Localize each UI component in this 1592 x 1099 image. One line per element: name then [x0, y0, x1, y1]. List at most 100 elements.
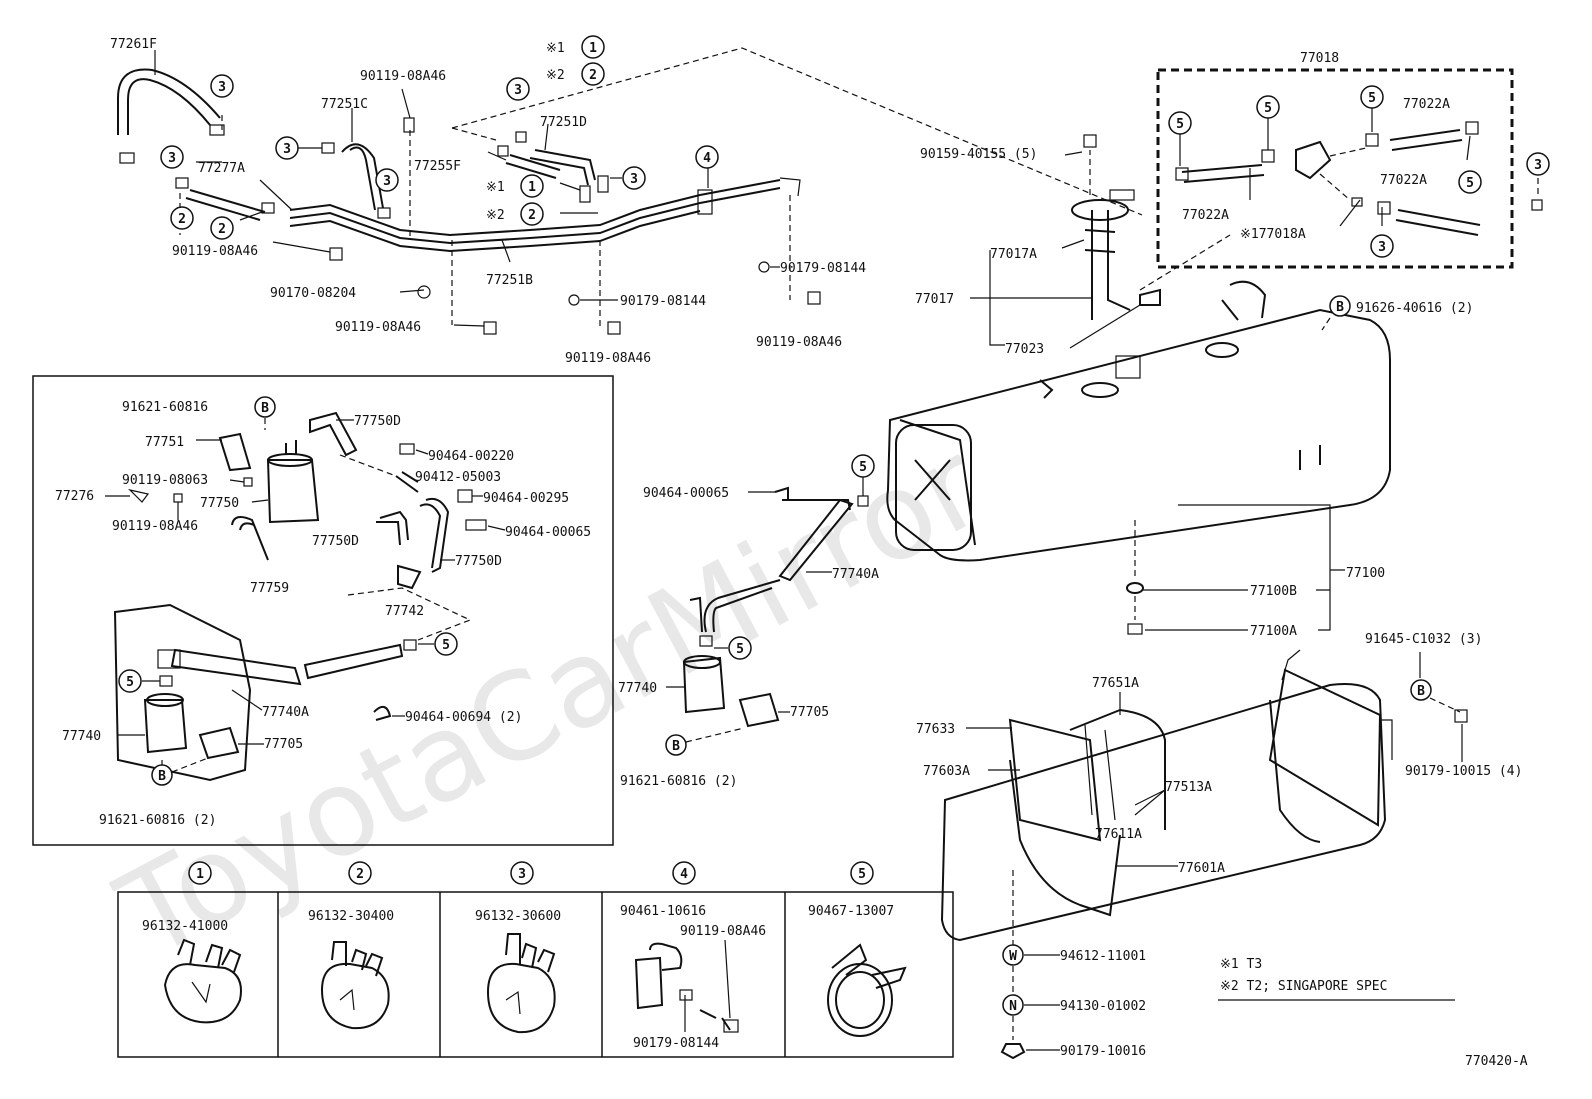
label-90179-08144-b: 90179-08144: [780, 261, 866, 276]
legend-part-4c: 90179-08144: [633, 1036, 719, 1051]
sender-leaders: [970, 239, 1141, 349]
svg-text:3: 3: [218, 80, 226, 95]
svg-text:5: 5: [858, 867, 866, 882]
ref-circles-top: 3 3 2 2 3 3 3 ※1 1 ※2 2 ※1 1 ※2 2 3 4: [160, 35, 719, 240]
legend-part-4a: 90461-10616: [620, 904, 706, 919]
label-90119-08063: 90119-08063: [122, 473, 208, 488]
label-77603A: 77603A: [923, 764, 970, 779]
label-91621-60816-c: 91621-60816 (2): [620, 774, 737, 789]
label-77705-b: 77705: [790, 705, 829, 720]
label-177018A: ※177018A: [1240, 227, 1306, 242]
svg-text:※2: ※2: [546, 68, 565, 83]
sender-dash: [1139, 234, 1231, 291]
label-90464-00065-a: 90464-00065: [505, 525, 591, 540]
fuel-tank-main: [886, 280, 1391, 562]
label-77740A-a: 77740A: [262, 705, 309, 720]
svg-text:5: 5: [126, 675, 134, 690]
label-77611A: 77611A: [1095, 827, 1142, 842]
svg-text:2: 2: [356, 867, 364, 882]
note-2: ※2 T2; SINGAPORE SPEC: [1220, 979, 1387, 994]
ref-5-a: [434, 632, 458, 656]
label-90159-40155: 90159-40155 (5): [920, 147, 1037, 162]
assembly-77018-box: [1156, 68, 1514, 269]
label-90119-08A46-b: 90119-08A46: [360, 69, 446, 84]
label-77705-a: 77705: [264, 737, 303, 752]
ref-5-d: [728, 636, 752, 660]
label-77276: 77276: [55, 489, 94, 504]
ref-B-b: [1410, 679, 1432, 701]
label-77513A: 77513A: [1165, 780, 1212, 795]
svg-text:B: B: [672, 739, 680, 754]
label-90412-05003: 90412-05003: [415, 470, 501, 485]
label-90119-08A46-h: 90119-08A46: [112, 519, 198, 534]
label-77261F: 77261F: [110, 37, 157, 52]
evap-assembly: [113, 411, 487, 782]
label-77651A: 77651A: [1092, 676, 1139, 691]
ref-5-b: [118, 669, 142, 693]
svg-text:5: 5: [736, 642, 744, 657]
svg-text:5: 5: [1466, 176, 1474, 191]
nut-90179-10015: [1454, 709, 1468, 723]
label-77018: 77018: [1300, 51, 1339, 66]
label-77255F: 77255F: [414, 159, 461, 174]
legend-cell-1: 1 96132-41000: [142, 861, 242, 1024]
tank-mount-bolts: [1126, 504, 1345, 635]
ref-B-d: [151, 764, 173, 786]
label-90179-10016: 90179-10016: [1060, 1044, 1146, 1059]
fuel-sender-unit: [1071, 134, 1161, 320]
svg-text:4: 4: [680, 867, 688, 882]
label-77100B: 77100B: [1250, 584, 1297, 599]
ref-B-c: [254, 396, 276, 418]
tank-dash: [1321, 317, 1331, 331]
label-90119-08A46-a: 90119-08A46: [172, 244, 258, 259]
svg-text:※1: ※1: [546, 41, 565, 56]
legend-cell-2: 2 96132-30400: [308, 861, 394, 1030]
tank-straps: [940, 649, 1393, 942]
label-77251D: 77251D: [540, 115, 587, 130]
label-77750: 77750: [200, 496, 239, 511]
label-91621-60816-b: 91621-60816 (2): [99, 813, 216, 828]
svg-text:3: 3: [518, 867, 526, 882]
svg-text:5: 5: [442, 638, 450, 653]
label-77100: 77100: [1346, 566, 1385, 581]
legend-part-3: 96132-30600: [475, 909, 561, 924]
svg-text:2: 2: [218, 222, 226, 237]
svg-text:3: 3: [514, 83, 522, 98]
svg-text:3: 3: [168, 151, 176, 166]
svg-text:1: 1: [528, 180, 536, 195]
legend-cell-5: 5 90467-13007: [808, 861, 907, 1037]
label-77750D-b: 77750D: [312, 534, 359, 549]
label-77023: 77023: [1005, 342, 1044, 357]
label-90464-00065-b: 90464-00065: [643, 486, 729, 501]
label-77742: 77742: [385, 604, 424, 619]
note-1: ※1 T3: [1220, 957, 1262, 972]
svg-text:B: B: [261, 401, 269, 416]
label-77750D-c: 77750D: [455, 554, 502, 569]
label-94612-11001: 94612-11001: [1060, 949, 1146, 964]
label-90170-08204: 90170-08204: [270, 286, 356, 301]
legend-part-4b: 90119-08A46: [680, 924, 766, 939]
svg-text:3: 3: [1378, 240, 1386, 255]
drawing-code: 770420-A: [1465, 1054, 1528, 1069]
svg-text:B: B: [1336, 300, 1344, 315]
label-91621-60816-a: 91621-60816: [122, 400, 208, 415]
label-77017A: 77017A: [990, 247, 1037, 262]
svg-text:W: W: [1009, 949, 1017, 964]
svg-text:5: 5: [1368, 91, 1376, 106]
label-77759: 77759: [250, 581, 289, 596]
label-90119-08A46-d: 90119-08A46: [335, 320, 421, 335]
svg-text:※1: ※1: [486, 180, 505, 195]
svg-text:3: 3: [283, 142, 291, 157]
legend-part-2: 96132-30400: [308, 909, 394, 924]
svg-text:4: 4: [703, 151, 711, 166]
legend-cell-4: 4 90461-10616 90119-08A46 90179-08144: [620, 861, 766, 1051]
label-90179-08144-a: 90179-08144: [620, 294, 706, 309]
label-90179-10015: 90179-10015 (4): [1405, 764, 1522, 779]
label-77601A: 77601A: [1178, 861, 1225, 876]
svg-text:2: 2: [528, 208, 536, 223]
label-77740-b: 77740: [618, 681, 657, 696]
ref-B-a: [1329, 295, 1351, 317]
label-77022A-b: 77022A: [1380, 173, 1427, 188]
leader-lines-top: [154, 47, 1143, 330]
